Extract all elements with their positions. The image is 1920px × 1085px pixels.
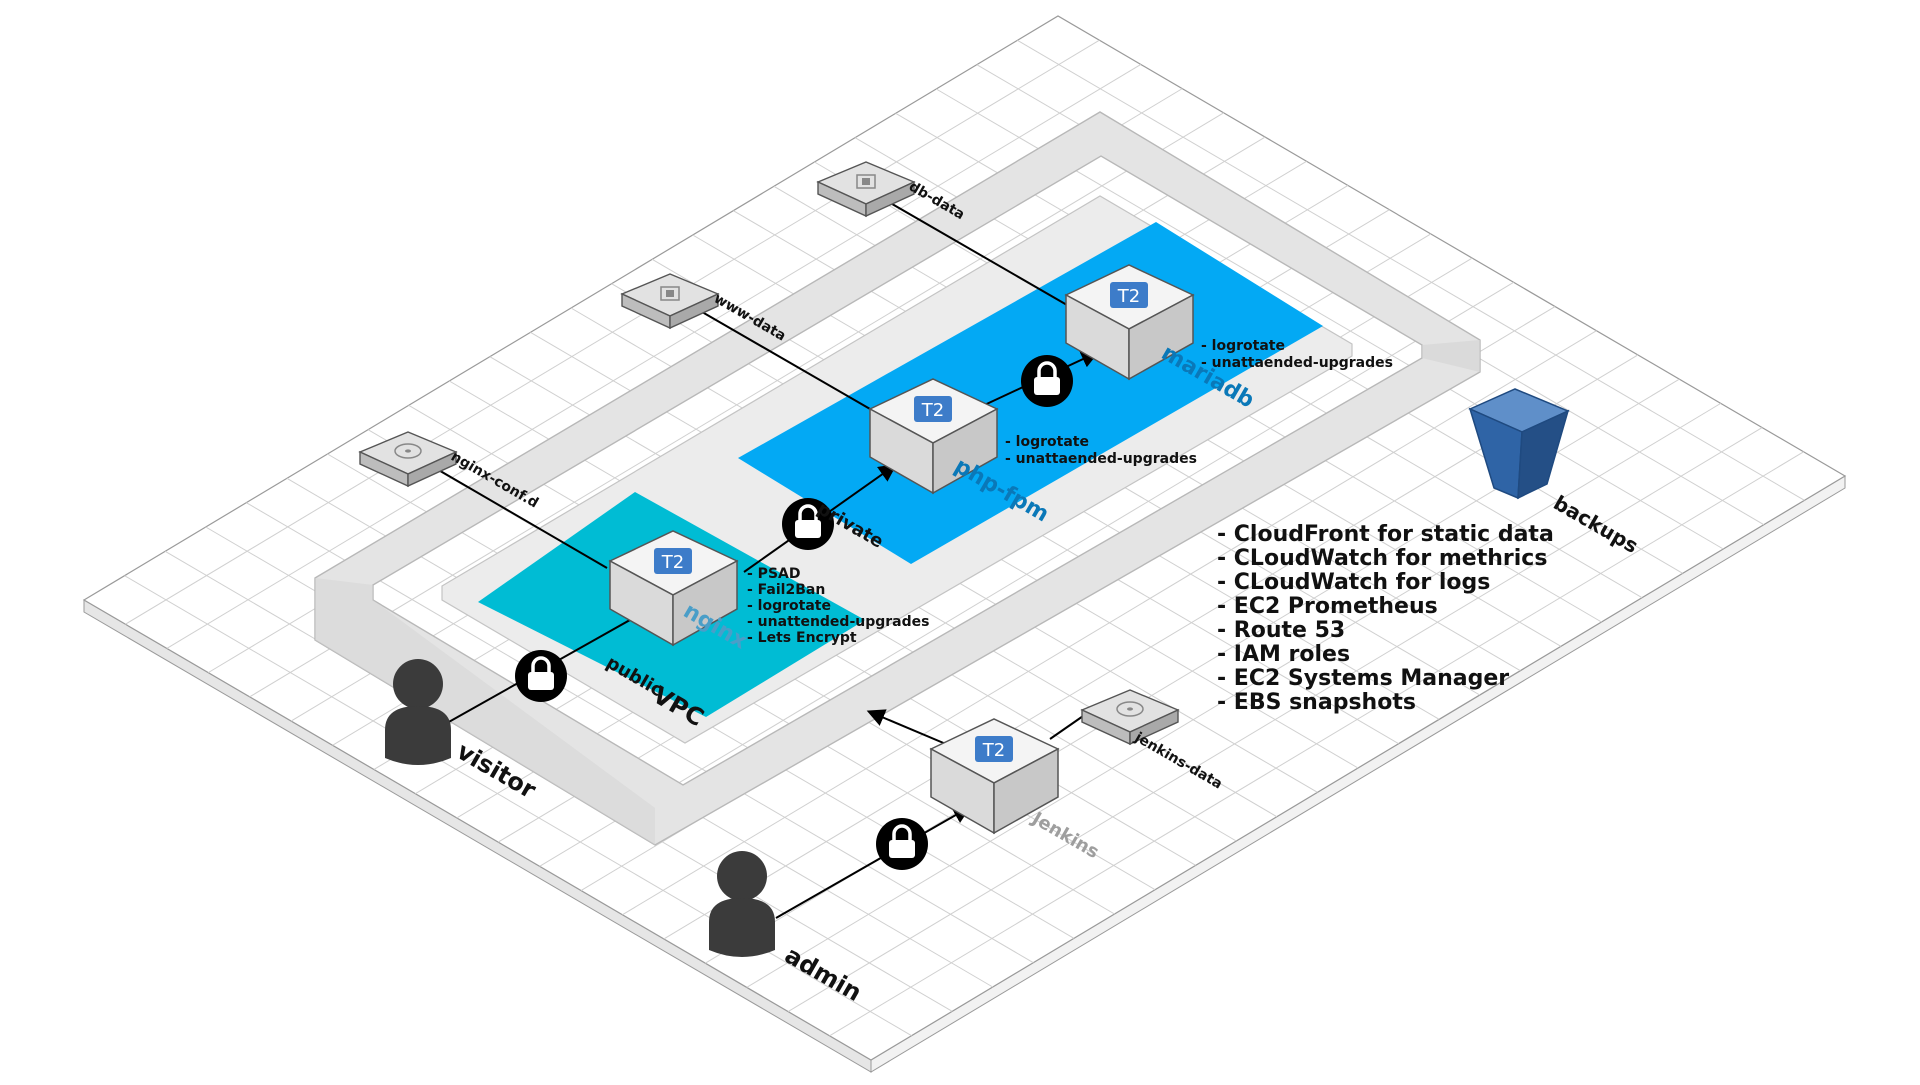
lock-icon-private bbox=[782, 498, 834, 550]
www-data-volume bbox=[620, 273, 720, 330]
nginx-conf-to-nginx-line bbox=[429, 464, 608, 569]
service-item: - IAM roles bbox=[1217, 642, 1350, 667]
backups-bucket-icon bbox=[1468, 388, 1570, 500]
grid-line bbox=[1017, 39, 1805, 501]
grid-line bbox=[829, 451, 1804, 1037]
admin-user-icon bbox=[709, 851, 775, 957]
instance-chip-label: T2 bbox=[661, 552, 684, 573]
grid-line bbox=[746, 402, 1721, 988]
service-item: - EBS snapshots bbox=[1217, 690, 1416, 715]
lock-icon-public bbox=[515, 650, 567, 702]
note-line: - unattaended-upgrades bbox=[1005, 451, 1197, 467]
service-item: - CLoudWatch for methrics bbox=[1217, 546, 1547, 571]
mariadb-instance: T2 bbox=[1064, 264, 1195, 381]
grid-line bbox=[539, 281, 1514, 867]
lock-icon-database bbox=[1021, 355, 1073, 407]
nginx-notes: - PSAD - Fail2Ban - logrotate - unattend… bbox=[747, 566, 929, 646]
www-data-to-phpfpm-line bbox=[689, 304, 878, 414]
note-line: - logrotate bbox=[1201, 338, 1285, 354]
chip-icon bbox=[856, 174, 876, 189]
note-line: - logrotate bbox=[1005, 434, 1089, 450]
grid-line bbox=[166, 63, 1142, 649]
nginx-instance: T2 bbox=[608, 530, 739, 647]
note-line: - unattended-upgrades bbox=[747, 614, 929, 630]
mariadb-notes: - logrotate - unattaended-upgrades bbox=[1201, 338, 1393, 371]
jenkins-data-volume bbox=[1080, 689, 1180, 746]
vpc-boundary bbox=[314, 111, 1481, 846]
instance-chip-label: T2 bbox=[982, 740, 1005, 761]
grid-line bbox=[622, 330, 1597, 916]
grid-line bbox=[124, 575, 912, 1037]
instance-chip-label: T2 bbox=[1117, 286, 1140, 307]
service-item: - CloudFront for static data bbox=[1217, 522, 1554, 547]
note-line: - Lets Encrypt bbox=[747, 630, 857, 646]
instance-chip-label: T2 bbox=[921, 400, 944, 421]
disk-icon bbox=[1116, 701, 1144, 717]
grid-line bbox=[125, 39, 1100, 625]
grid-line bbox=[663, 354, 1639, 940]
connections bbox=[429, 196, 1100, 919]
service-item: - EC2 Systems Manager bbox=[1217, 666, 1509, 691]
service-item: - EC2 Prometheus bbox=[1217, 594, 1438, 619]
jenkins-instance: T2 bbox=[929, 718, 1060, 835]
services-list: - CloudFront for static data - CLoudWatc… bbox=[1217, 522, 1554, 715]
note-line: - PSAD bbox=[747, 566, 800, 582]
disk-icon bbox=[394, 443, 422, 459]
visitor-user-icon bbox=[385, 659, 451, 765]
grid-line bbox=[249, 112, 1224, 698]
service-item: - Route 53 bbox=[1217, 618, 1345, 643]
lock-icon-admin bbox=[876, 818, 928, 870]
service-item: - CLoudWatch for logs bbox=[1217, 570, 1490, 595]
phpfpm-notes: - logrotate - unattaended-upgrades bbox=[1005, 434, 1197, 467]
db-data-volume bbox=[816, 161, 916, 218]
admin-to-jenkins-line bbox=[775, 806, 972, 919]
jenkins-to-vpc-line bbox=[866, 709, 954, 748]
grid-line bbox=[787, 427, 1763, 1013]
note-line: - unattaended-upgrades bbox=[1201, 355, 1393, 371]
phpfpm-instance: T2 bbox=[868, 378, 999, 495]
note-line: - Fail2Ban bbox=[747, 582, 825, 598]
nginx-conf-volume bbox=[358, 431, 458, 488]
jenkins-data-to-jenkins-line bbox=[1049, 713, 1087, 740]
chip-icon bbox=[660, 286, 680, 301]
note-line: - logrotate bbox=[747, 598, 831, 614]
db-data-to-mariadb-line bbox=[879, 196, 1068, 306]
